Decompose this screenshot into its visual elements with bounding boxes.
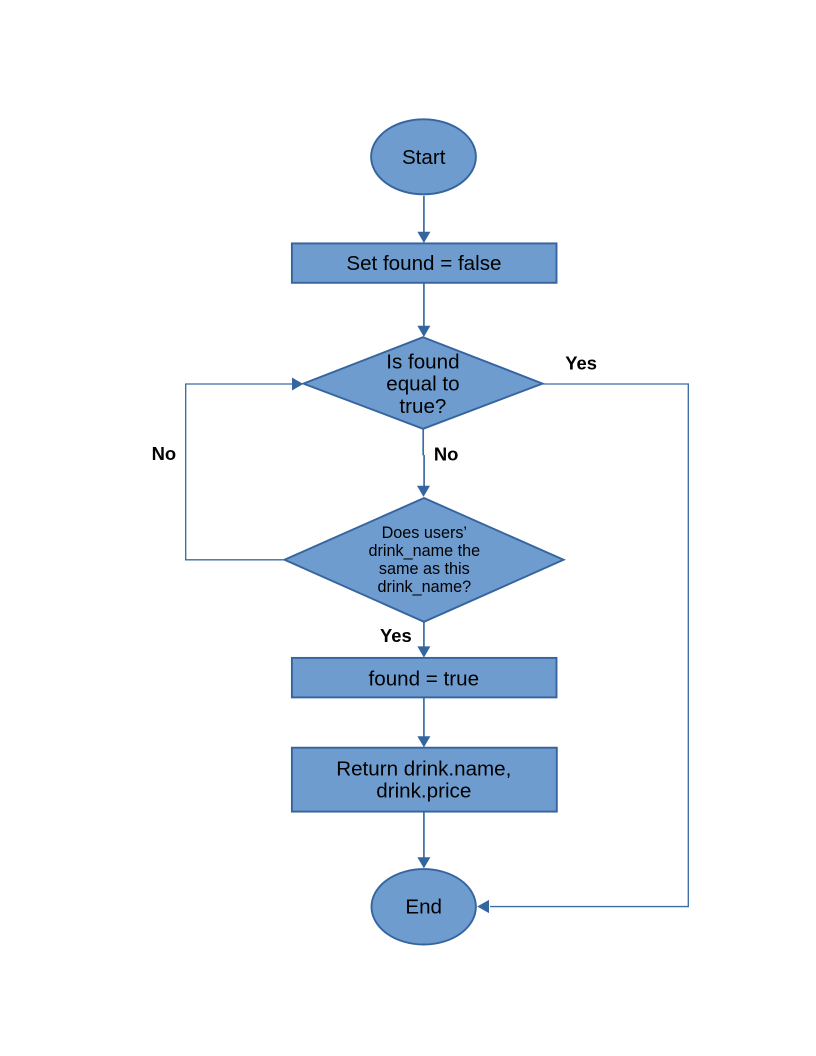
svg-text:No: No bbox=[434, 443, 459, 464]
svg-text:Set found = false: Set found = false bbox=[346, 252, 501, 275]
svg-text:drink.price: drink.price bbox=[376, 779, 471, 802]
svg-text:Start: Start bbox=[402, 146, 446, 169]
svg-text:true?: true? bbox=[399, 395, 446, 418]
svg-text:Does users’: Does users’ bbox=[382, 524, 467, 542]
svg-text:Yes: Yes bbox=[380, 625, 412, 646]
svg-text:Yes: Yes bbox=[565, 353, 597, 374]
svg-text:Return drink.name,: Return drink.name, bbox=[336, 757, 511, 780]
svg-text:drink_name the: drink_name the bbox=[369, 542, 481, 560]
svg-text:found = true: found = true bbox=[369, 668, 480, 691]
svg-text:drink_name?: drink_name? bbox=[378, 578, 472, 596]
svg-text:End: End bbox=[405, 895, 442, 918]
svg-text:Is found: Is found bbox=[386, 350, 459, 373]
svg-text:No: No bbox=[152, 443, 177, 464]
svg-text:same as this: same as this bbox=[379, 560, 470, 578]
svg-text:equal to: equal to bbox=[386, 373, 459, 396]
